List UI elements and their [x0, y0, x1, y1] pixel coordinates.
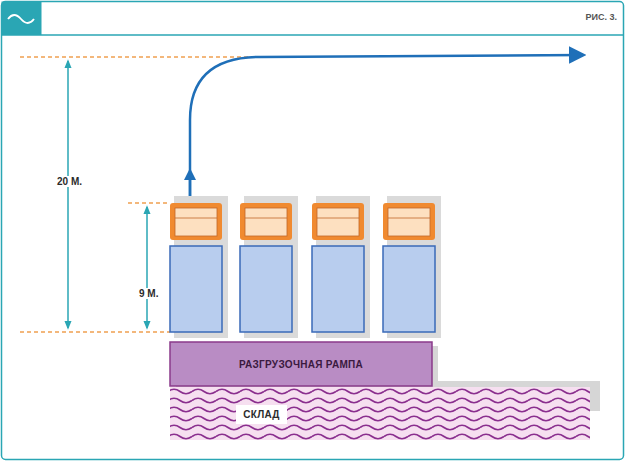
- figure-number: РИС. 3.: [584, 12, 619, 22]
- dimension-label: 9 М.: [137, 288, 160, 299]
- truck: [170, 196, 228, 338]
- warehouse-band: СКЛАД: [236, 405, 287, 424]
- flow-arrow: [190, 55, 583, 196]
- truck: [383, 196, 441, 338]
- logo: [2, 2, 42, 36]
- band-label: РАЗГРУЗОЧНАЯ РАМПА: [239, 359, 363, 370]
- ramp-band: РАЗГРУЗОЧНАЯ РАМПА: [170, 342, 432, 386]
- dimension-line: [67, 61, 69, 328]
- header-rule: [2, 34, 624, 36]
- warehouse-ground: [170, 387, 590, 440]
- band-label: СКЛАД: [243, 409, 280, 420]
- flow-arrowhead: [184, 168, 196, 180]
- ramp-fill: [170, 342, 432, 386]
- logo-wave: [8, 15, 34, 23]
- dimension-line: [146, 207, 148, 328]
- truck: [312, 196, 370, 338]
- dimension-label: 20 М.: [55, 176, 84, 187]
- trucks: [170, 196, 441, 338]
- truck: [240, 196, 298, 338]
- guide-lines: [20, 57, 292, 332]
- warehouse-hatch: [170, 387, 590, 440]
